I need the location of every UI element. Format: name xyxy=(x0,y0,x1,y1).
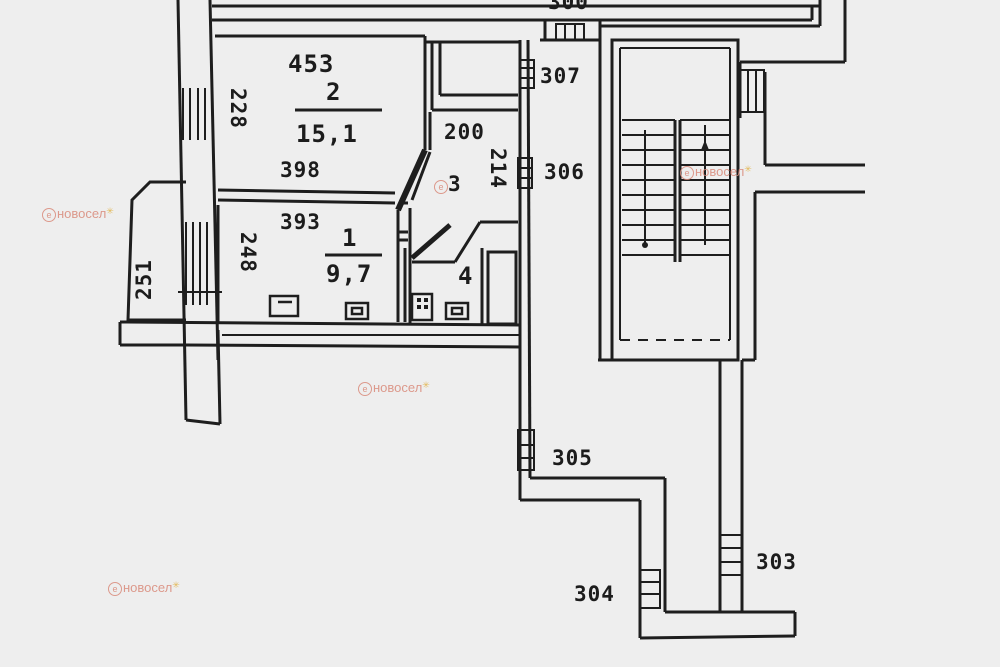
watermark-logo: e xyxy=(434,178,449,194)
room3-number: 3 xyxy=(448,172,462,196)
balcony-side: 251 xyxy=(132,259,156,300)
sink-fixture xyxy=(344,301,370,321)
room1-side: 248 xyxy=(236,232,260,273)
wall-bottom xyxy=(119,320,521,327)
balcony-outline xyxy=(126,180,186,322)
radiator-fixture xyxy=(268,294,300,318)
room2-side-b: 398 xyxy=(280,158,321,182)
room2-side-a: 228 xyxy=(226,88,250,129)
corridor-label-305: 305 xyxy=(552,446,593,470)
room4-number: 4 xyxy=(458,262,474,290)
room1-number: 1 xyxy=(342,224,358,252)
room2-number: 2 xyxy=(326,78,342,106)
wall-left-outer xyxy=(176,0,188,421)
corridor-label-307: 307 xyxy=(540,64,581,88)
corridor-label-306: 306 xyxy=(544,160,585,184)
room1-height-label: 393 xyxy=(280,210,321,234)
room3-width: 200 xyxy=(444,120,485,144)
room2-height-label: 453 xyxy=(288,50,335,78)
corridor-label-303: 303 xyxy=(756,550,797,574)
room1-area: 9,7 xyxy=(326,260,373,288)
room2-area: 15,1 xyxy=(296,120,358,148)
corridor-label-304: 304 xyxy=(574,582,615,606)
corridor-label-300: 300 xyxy=(548,0,589,14)
stove-fixture xyxy=(410,292,434,322)
room3-side: 214 xyxy=(486,148,510,189)
